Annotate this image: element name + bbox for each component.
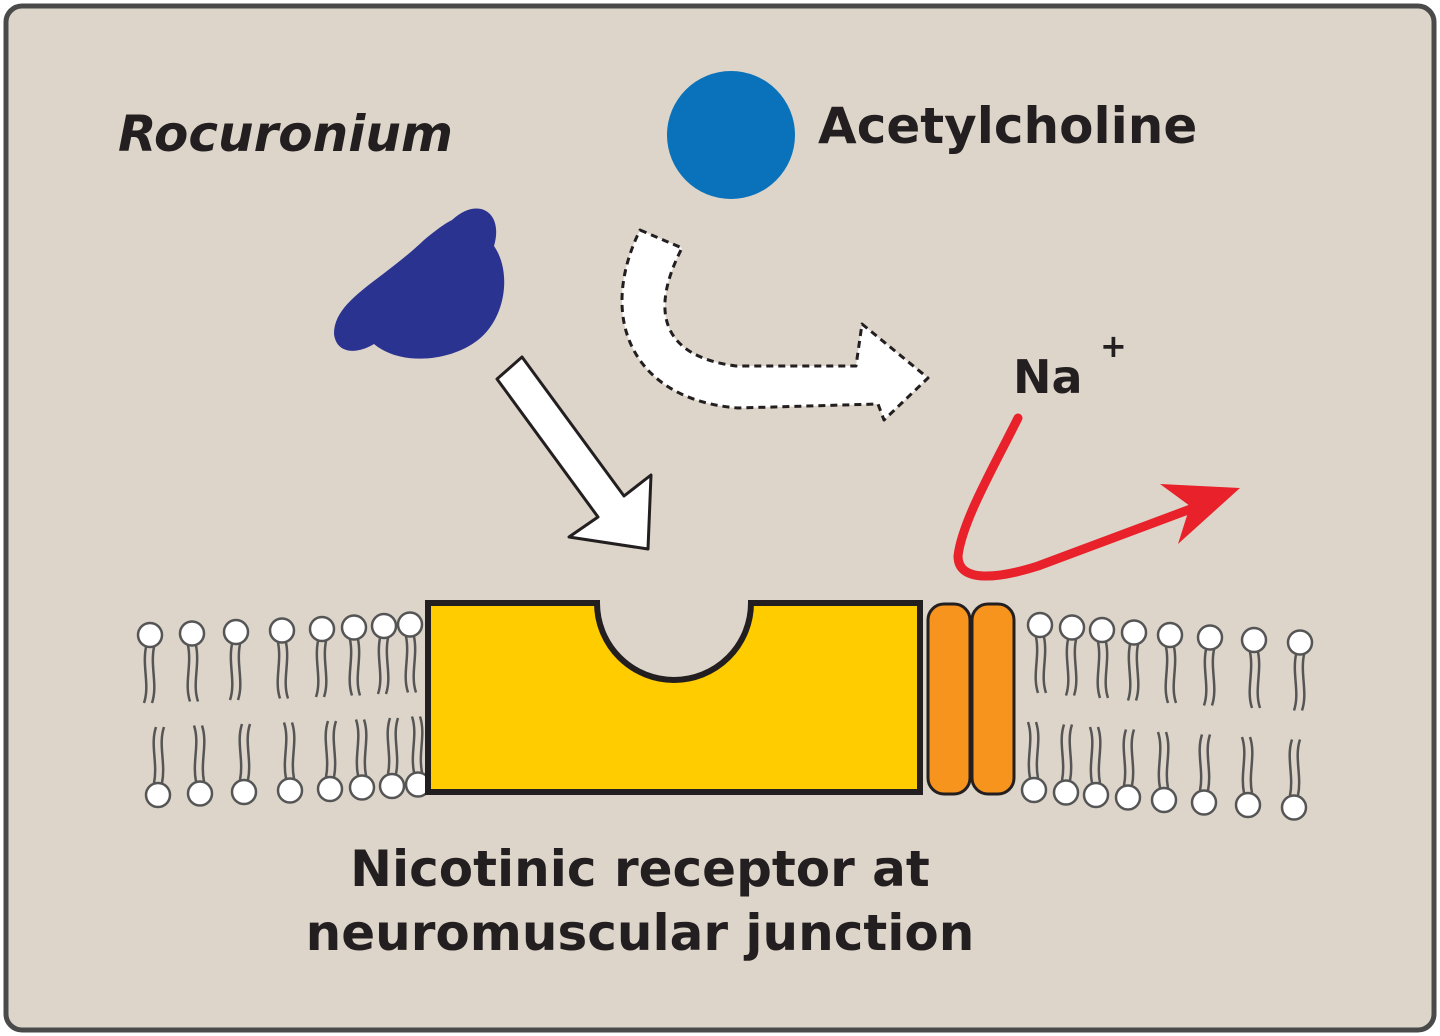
phospholipid [178,620,206,702]
phospholipid [1190,734,1218,816]
phospholipid [1240,626,1268,709]
receptor-caption-line2: neuromuscular junction [306,904,975,962]
phospholipid [1082,726,1110,809]
phospholipid [370,612,398,695]
phospholipid [1026,611,1054,694]
sodium-flow-arrow-icon [953,413,1209,581]
phospholipid [396,611,424,693]
sodium-charge-label: + [1100,327,1127,365]
phospholipid [1196,624,1224,706]
acetylcholine-label: Acetylcholine [818,97,1197,155]
phospholipid [276,722,304,804]
phospholipid [1156,621,1184,704]
phospholipid [268,617,296,699]
phospholipid [1058,614,1086,696]
dashed-blocked-arrow-icon [620,228,930,422]
rocuronium-label: Rocuronium [118,105,453,163]
acetylcholine-molecule-icon [667,71,795,199]
phospholipid [222,618,250,701]
diagram-panel [3,3,1437,1033]
phospholipid [230,723,258,806]
phospholipid [1234,736,1262,819]
phospholipid [186,725,214,807]
phospholipid [144,726,172,809]
sodium-arrowhead-icon [1160,484,1240,544]
phospholipid [1088,616,1116,699]
phospholipid [1052,724,1080,806]
phospholipid [340,614,368,696]
ion-channel-subunit-right [970,602,1016,796]
phospholipid [316,720,344,803]
receptor-caption-line1: Nicotinic receptor at [350,840,930,898]
phospholipid [1286,629,1314,711]
lipid-bilayer [136,611,1314,821]
phospholipid [348,719,376,801]
sodium-ion-label: Na [1013,350,1083,404]
rocuronium-molecule-icon [334,208,505,359]
ion-channel-subunit-left [926,602,972,796]
phospholipid [1120,619,1148,701]
phospholipid [308,615,336,698]
phospholipid [378,717,406,800]
phospholipid [1280,739,1308,821]
phospholipid [1114,729,1142,811]
phospholipid [1150,731,1178,814]
phospholipid [136,621,164,704]
binding-arrow-icon [495,355,653,551]
nicotinic-receptor [425,600,923,795]
phospholipid [1020,721,1048,804]
